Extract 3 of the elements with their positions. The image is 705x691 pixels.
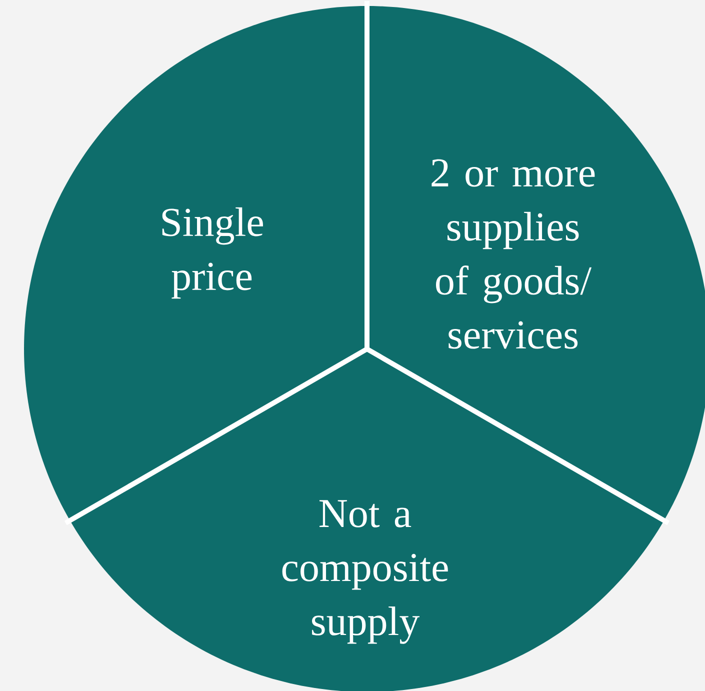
pie-slice: Not a composite supply — [70, 349, 664, 691]
node-label: 2 or more supplies of goods/ services — [432, 159, 595, 349]
node-label: Single price — [162, 207, 263, 299]
